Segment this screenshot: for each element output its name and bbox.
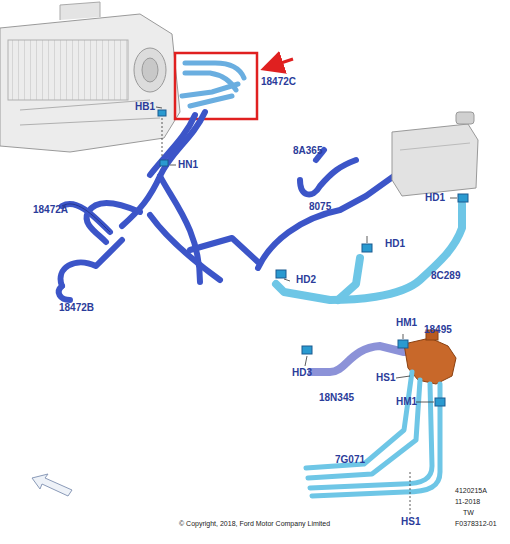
callout-number: HB1 bbox=[134, 101, 156, 113]
note-text: © Copyright, 2018, Ford Motor Company Li… bbox=[178, 519, 331, 528]
hose-clamp bbox=[158, 110, 468, 406]
callout-number: HD3 bbox=[291, 367, 313, 379]
callout-number: HD1 bbox=[384, 238, 406, 250]
callout-number: HS1 bbox=[375, 372, 396, 384]
callout-number: 18472C bbox=[260, 76, 297, 88]
orientation-arrow bbox=[32, 474, 72, 496]
bypass-hose bbox=[312, 346, 404, 372]
note-text: F0378312-01 bbox=[454, 519, 498, 528]
pointer-arrow bbox=[266, 59, 293, 68]
callout-number: HS1 bbox=[400, 516, 421, 528]
callout-number: 8C289 bbox=[430, 270, 461, 282]
callout-number: HM1 bbox=[395, 317, 418, 329]
callout-number: 18472A bbox=[32, 204, 69, 216]
heater-pipe bbox=[306, 372, 440, 496]
heater-pipe bbox=[182, 63, 244, 106]
callout-number: 18472B bbox=[58, 302, 95, 314]
callout-number: HD2 bbox=[295, 274, 317, 286]
callout-number: HD1 bbox=[424, 192, 446, 204]
callout-number: 8075 bbox=[308, 201, 332, 213]
callout-number: 7G071 bbox=[334, 454, 366, 466]
callout-number: 18N345 bbox=[318, 392, 355, 404]
callout-number: HM1 bbox=[395, 396, 418, 408]
callout-number: 18495 bbox=[423, 324, 453, 336]
highlight-box bbox=[175, 53, 257, 119]
hose-edge bbox=[62, 204, 110, 232]
heater-hose bbox=[59, 112, 410, 300]
callout-number: HN1 bbox=[177, 159, 199, 171]
coolant-reservoir bbox=[392, 112, 478, 196]
note-text: 11-2018 bbox=[454, 497, 481, 506]
note-text: 4120215A bbox=[454, 486, 488, 495]
callout-number: 8A365 bbox=[292, 145, 323, 157]
hvac-housing bbox=[0, 2, 180, 152]
leader-line bbox=[156, 107, 457, 514]
note-text: TW bbox=[462, 508, 475, 517]
coolant-hose bbox=[276, 204, 462, 300]
